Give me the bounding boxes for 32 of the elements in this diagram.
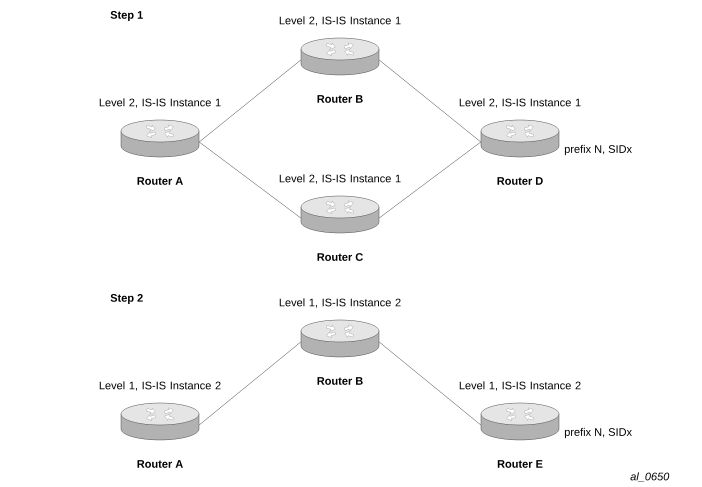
router-name: Router E: [498, 460, 542, 468]
level-label: Level 2, IS-IS Instance 1: [280, 174, 401, 184]
router-icon: [480, 402, 560, 440]
figure-id: al_0650: [630, 472, 670, 482]
connection-line: [378, 342, 482, 426]
prefix-label: prefix N, SIDx: [564, 144, 632, 156]
level-label: Level 1, IS-IS Instance 2: [460, 381, 581, 391]
level-label: Level 2, IS-IS Instance 1: [280, 16, 401, 26]
step-heading: Step 1: [110, 11, 143, 21]
router-name: Router D: [498, 177, 543, 185]
connection-line: [198, 60, 302, 142]
router-icon: [480, 120, 560, 158]
router-icon: [300, 196, 380, 234]
router-name: Router A: [138, 460, 183, 468]
connection-line: [378, 60, 482, 142]
level-label: Level 1, IS-IS Instance 2: [100, 381, 221, 391]
connection-line: [198, 342, 302, 426]
level-label: Level 2, IS-IS Instance 1: [100, 98, 221, 108]
router-icon: [120, 120, 200, 158]
router-icon: [300, 320, 380, 358]
router-name: Router B: [318, 377, 363, 385]
router-name: Router B: [318, 95, 363, 103]
router-icon: [120, 402, 200, 440]
router-name: Router A: [138, 177, 183, 185]
connection-line: [198, 142, 302, 218]
level-label: Level 2, IS-IS Instance 1: [460, 98, 581, 108]
connection-line: [378, 142, 482, 218]
level-label: Level 1, IS-IS Instance 2: [280, 298, 401, 308]
router-name: Router C: [318, 253, 363, 261]
prefix-label: prefix N, SIDx: [564, 428, 632, 438]
router-icon: [300, 38, 380, 76]
step-heading: Step 2: [110, 294, 143, 304]
